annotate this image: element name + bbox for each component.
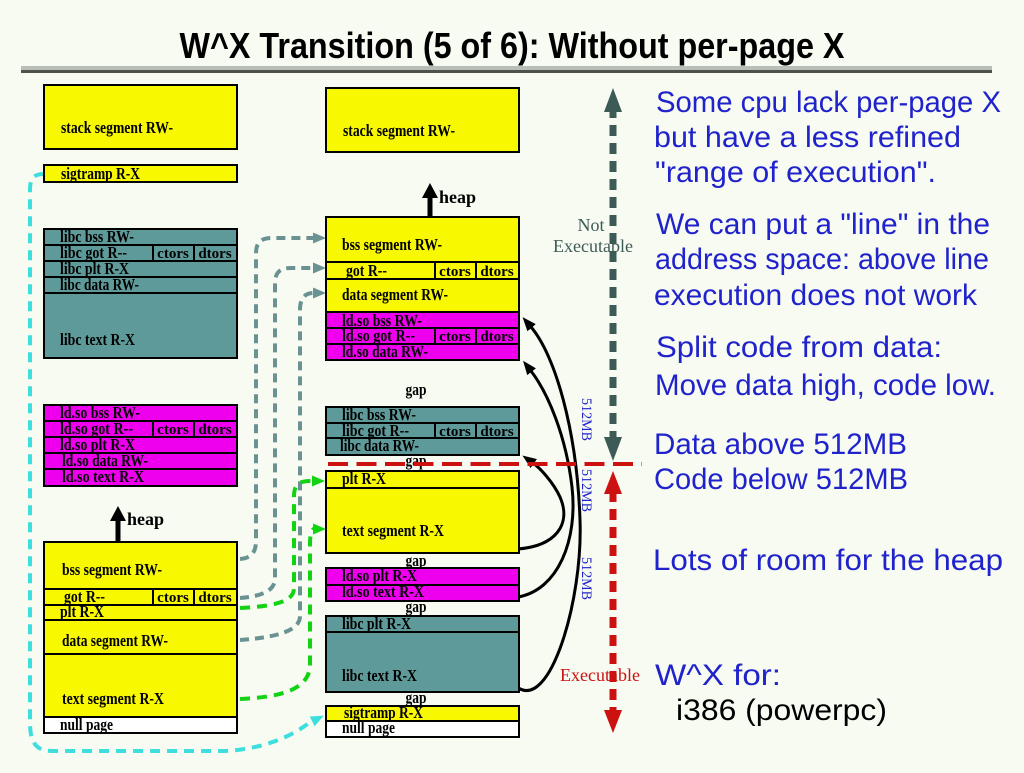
svg-text:text segment R-X: text segment R-X (342, 521, 445, 540)
svg-text:gap: gap (406, 551, 427, 570)
svg-text:text segment R-X: text segment R-X (62, 689, 165, 708)
svg-text:libc text R-X: libc text R-X (342, 666, 418, 685)
svg-text:512MB: 512MB (578, 398, 594, 441)
svg-text:data segment RW-: data segment RW- (342, 285, 448, 304)
svg-text:plt R-X: plt R-X (342, 469, 387, 488)
svg-text:dtors: dtors (198, 590, 231, 606)
svg-text:bss segment RW-: bss segment RW- (342, 235, 442, 254)
svg-text:got R--: got R-- (346, 261, 387, 280)
svg-text:gap: gap (406, 380, 427, 399)
svg-text:ld.so bss RW-: ld.so bss RW- (60, 403, 140, 422)
svg-text:sigtramp R-X: sigtramp R-X (344, 703, 424, 722)
svg-text:ctors: ctors (439, 264, 471, 280)
svg-text:gap: gap (406, 597, 427, 616)
svg-text:ctors: ctors (157, 246, 189, 262)
svg-text:Split code from data:: Split code from data: (656, 331, 942, 364)
svg-text:ld.so text R-X: ld.so text R-X (342, 582, 425, 601)
svg-text:libc got R--: libc got R-- (342, 421, 409, 440)
svg-text:libc text R-X: libc text R-X (60, 330, 136, 349)
svg-text:ld.so got R--: ld.so got R-- (342, 326, 415, 345)
svg-text:ld.so text R-X: ld.so text R-X (62, 467, 145, 486)
svg-text:bss segment RW-: bss segment RW- (62, 560, 162, 579)
svg-text:Executable: Executable (560, 665, 640, 685)
svg-text:heap: heap (127, 509, 164, 529)
svg-text:gap: gap (406, 451, 427, 470)
svg-text:ld.so data RW-: ld.so data RW- (342, 342, 428, 361)
svg-text:libc bss RW-: libc bss RW- (60, 227, 134, 246)
svg-text:sigtramp R-X: sigtramp R-X (61, 164, 141, 183)
svg-text:Executable: Executable (553, 236, 633, 256)
svg-text:Some cpu lack per-page X: Some cpu lack per-page X (656, 86, 1001, 119)
svg-text:ld.so plt R-X: ld.so plt R-X (342, 566, 418, 585)
svg-text:heap: heap (439, 187, 476, 207)
svg-text:dtors: dtors (480, 329, 513, 345)
svg-text:i386 (powerpc): i386 (powerpc) (676, 694, 887, 727)
svg-text:null page: null page (342, 718, 395, 737)
svg-text:address space: above line: address space: above line (655, 243, 989, 276)
svg-text:ld.so bss RW-: ld.so bss RW- (342, 311, 422, 330)
svg-text:execution does not work: execution does not work (654, 279, 978, 312)
svg-text:Data above 512MB: Data above 512MB (654, 428, 907, 461)
svg-text:512MB: 512MB (578, 469, 594, 512)
svg-text:512MB: 512MB (578, 557, 594, 600)
svg-text:ld.so plt R-X: ld.so plt R-X (60, 435, 136, 454)
svg-text:W^X Transition (5 of 6): Witho: W^X Transition (5 of 6): Without per-pag… (180, 25, 845, 66)
svg-text:libc plt R-X: libc plt R-X (342, 614, 412, 633)
svg-text:gap: gap (406, 688, 427, 707)
svg-text:libc bss RW-: libc bss RW- (342, 405, 416, 424)
svg-text:Lots of room for the heap: Lots of room for the heap (653, 544, 1003, 577)
svg-text:ctors: ctors (439, 329, 471, 345)
svg-text:"range of execution".: "range of execution". (655, 156, 936, 189)
svg-text:stack segment RW-: stack segment RW- (343, 121, 455, 140)
svg-text:Move data high, code low.: Move data high, code low. (655, 369, 996, 402)
svg-text:W^X for:: W^X for: (655, 659, 781, 692)
svg-text:null page: null page (60, 715, 113, 734)
svg-text:Not: Not (578, 215, 605, 235)
svg-text:dtors: dtors (480, 424, 513, 440)
svg-text:ctors: ctors (157, 590, 189, 606)
svg-text:dtors: dtors (198, 422, 231, 438)
svg-text:stack segment RW-: stack segment RW- (61, 118, 173, 137)
svg-text:dtors: dtors (198, 246, 231, 262)
svg-text:ctors: ctors (157, 422, 189, 438)
svg-text:ld.so data RW-: ld.so data RW- (62, 451, 148, 470)
svg-text:libc data RW-: libc data RW- (60, 275, 139, 294)
svg-text:got R--: got R-- (64, 587, 105, 606)
svg-text:data segment RW-: data segment RW- (62, 631, 168, 650)
svg-text:ctors: ctors (439, 424, 471, 440)
svg-text:libc got R--: libc got R-- (60, 243, 127, 262)
svg-text:but have a less refined: but have a less refined (654, 121, 961, 154)
svg-text:ld.so got R--: ld.so got R-- (60, 419, 133, 438)
svg-text:dtors: dtors (480, 264, 513, 280)
svg-text:We can put a "line" in the: We can put a "line" in the (656, 208, 990, 241)
svg-text:libc plt R-X: libc plt R-X (60, 259, 130, 278)
svg-text:plt R-X: plt R-X (60, 602, 105, 621)
svg-text:libc data RW-: libc data RW- (340, 436, 419, 455)
svg-text:Code below 512MB: Code below 512MB (654, 463, 908, 496)
